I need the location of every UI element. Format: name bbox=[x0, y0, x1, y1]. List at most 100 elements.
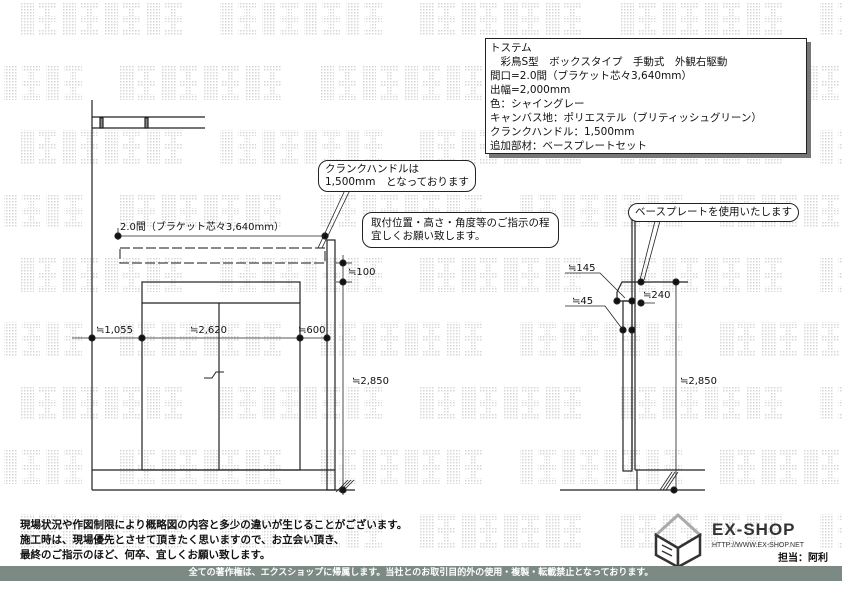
watermark-stamp bbox=[720, 322, 840, 356]
dim-45: ≒45 bbox=[572, 296, 593, 307]
watermark-stamp bbox=[220, 2, 382, 36]
watermark-glyph bbox=[46, 66, 82, 100]
watermark-stamp bbox=[620, 514, 782, 548]
watermark-glyph bbox=[162, 450, 198, 484]
watermark-glyph bbox=[620, 258, 656, 292]
note-line: 現場状況や作図制限により概略図の内容と多少の違いが生じることがございます。 bbox=[20, 519, 408, 531]
callout-line: 宜しくお願い致します。 bbox=[371, 230, 486, 242]
callout-line: 1,500mm となっております bbox=[325, 176, 469, 188]
watermark-glyph bbox=[820, 386, 842, 420]
watermark-stamp bbox=[120, 194, 282, 228]
watermark-glyph bbox=[746, 386, 782, 420]
watermark-glyph bbox=[220, 514, 256, 548]
watermark-glyph bbox=[820, 258, 842, 292]
watermark-glyph bbox=[546, 514, 582, 548]
watermark-glyph bbox=[220, 386, 256, 420]
watermark-glyph bbox=[520, 322, 556, 356]
watermark-stamp bbox=[220, 386, 382, 420]
watermark-stamp bbox=[720, 450, 840, 484]
watermark-glyph bbox=[420, 258, 456, 292]
note-line: 施工時は、現場優先とさせて頂きたく思いますので、お立会い頂き、 bbox=[20, 534, 345, 546]
watermark-glyph bbox=[462, 2, 498, 36]
watermark-stamp bbox=[320, 66, 482, 100]
watermark-glyph bbox=[120, 322, 156, 356]
watermark-stamp bbox=[4, 322, 82, 356]
watermark-glyph bbox=[204, 194, 240, 228]
watermark-glyph bbox=[562, 194, 598, 228]
watermark-glyph bbox=[746, 514, 782, 548]
watermark-stamp bbox=[520, 450, 682, 484]
watermark-stamp bbox=[220, 130, 382, 164]
watermark-glyph bbox=[120, 450, 156, 484]
watermark-glyph bbox=[4, 322, 40, 356]
watermark-glyph bbox=[346, 386, 382, 420]
watermark-glyph bbox=[46, 322, 82, 356]
watermark-glyph bbox=[220, 130, 256, 164]
watermark-glyph bbox=[404, 322, 440, 356]
staff-name: 担当：阿利 bbox=[778, 553, 828, 564]
watermark-glyph bbox=[262, 130, 298, 164]
watermark-stamp bbox=[820, 258, 842, 292]
ex-shop-logo bbox=[653, 512, 703, 570]
watermark-glyph bbox=[104, 386, 140, 420]
watermark-stamp bbox=[220, 514, 382, 548]
spec-line: 間口=2.0間（ブラケット芯々3,640mm） bbox=[490, 70, 693, 82]
watermark-stamp bbox=[220, 258, 382, 292]
watermark-glyph bbox=[220, 258, 256, 292]
watermark-glyph bbox=[62, 2, 98, 36]
watermark-glyph bbox=[104, 130, 140, 164]
watermark-glyph bbox=[362, 322, 398, 356]
watermark-glyph bbox=[562, 322, 598, 356]
watermark-stamp bbox=[120, 322, 282, 356]
copyright-footer: 全ての著作権は、エクスショップに帰属します。当社とのお取引目的外の使用・複製・転… bbox=[0, 566, 842, 581]
watermark-glyph bbox=[804, 322, 840, 356]
watermark-stamp bbox=[420, 2, 582, 36]
brand-url: HTTP://WWW.EX-SHOP.NET bbox=[712, 542, 805, 549]
watermark-glyph bbox=[704, 514, 740, 548]
watermark-glyph bbox=[662, 386, 698, 420]
watermark-glyph bbox=[820, 2, 842, 36]
callout-line: 取付位置・高さ・角度等のご指示の程 bbox=[371, 217, 550, 229]
instruction-callout: 取付位置・高さ・角度等のご指示の程 宜しくお願い致します。 bbox=[362, 212, 559, 248]
spec-line: 出幅=2,000mm bbox=[490, 84, 571, 96]
watermark-glyph bbox=[520, 450, 556, 484]
watermark-glyph bbox=[604, 450, 640, 484]
watermark-glyph bbox=[446, 322, 482, 356]
watermark-glyph bbox=[604, 322, 640, 356]
watermark-stamp bbox=[420, 386, 582, 420]
watermark-glyph bbox=[346, 2, 382, 36]
watermark-glyph bbox=[304, 258, 340, 292]
watermark-stamp bbox=[20, 258, 182, 292]
watermark-glyph bbox=[304, 386, 340, 420]
spec-line: 色：シャイングレー bbox=[490, 98, 585, 110]
watermark-glyph bbox=[546, 258, 582, 292]
watermark-glyph bbox=[662, 2, 698, 36]
watermark-glyph bbox=[646, 450, 682, 484]
watermark-glyph bbox=[720, 322, 756, 356]
watermark-glyph bbox=[62, 130, 98, 164]
dim-2850-right: ≒2,850 bbox=[680, 376, 717, 387]
watermark-glyph bbox=[620, 2, 656, 36]
watermark-glyph bbox=[462, 386, 498, 420]
watermark-glyph bbox=[246, 66, 282, 100]
spec-line: 追加部材：ベースプレートセット bbox=[490, 140, 647, 152]
watermark-stamp bbox=[20, 130, 182, 164]
watermark-glyph bbox=[4, 194, 40, 228]
watermark-glyph bbox=[246, 194, 282, 228]
watermark-glyph bbox=[504, 2, 540, 36]
watermark-glyph bbox=[262, 258, 298, 292]
watermark-glyph bbox=[62, 514, 98, 548]
watermark-glyph bbox=[320, 66, 356, 100]
watermark-glyph bbox=[120, 194, 156, 228]
watermark-stamp bbox=[120, 66, 282, 100]
watermark-glyph bbox=[204, 322, 240, 356]
watermark-glyph bbox=[46, 450, 82, 484]
dim-1055: ≒1,055 bbox=[96, 325, 133, 336]
watermark-glyph bbox=[262, 386, 298, 420]
watermark-glyph bbox=[362, 66, 398, 100]
spec-line: トステム bbox=[490, 42, 532, 54]
watermark-glyph bbox=[46, 194, 82, 228]
dim-600: ≒600 bbox=[298, 325, 325, 336]
watermark-glyph bbox=[546, 2, 582, 36]
watermark-glyph bbox=[104, 258, 140, 292]
